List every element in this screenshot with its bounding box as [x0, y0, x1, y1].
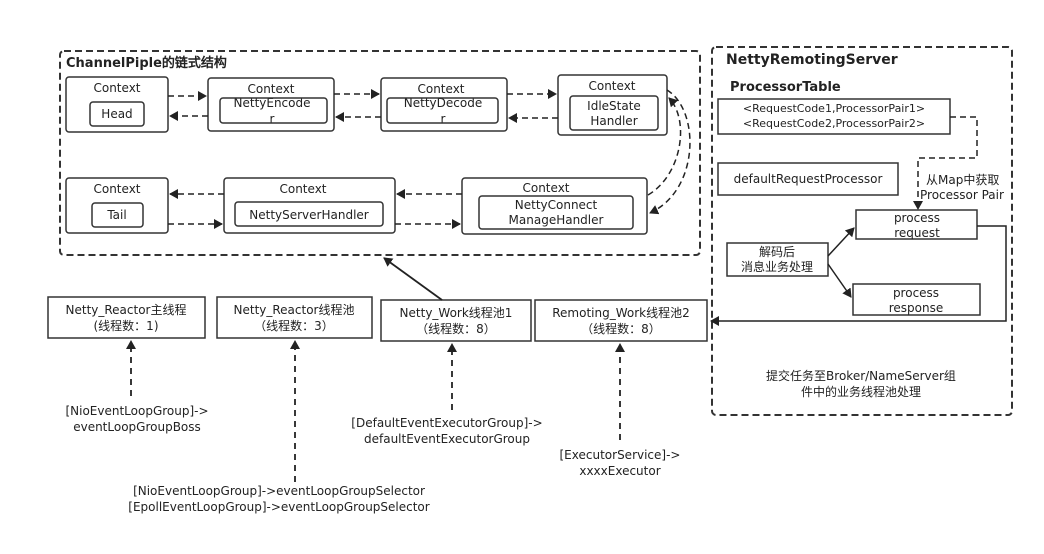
decode-business-box: 解码后 消息业务处理: [726, 242, 829, 277]
context-tail: Context Tail: [65, 177, 169, 234]
pool-reactor-main: Netty_Reactor主线程 (线程数：1): [47, 296, 206, 339]
encoder-handler-label-line1: NettyEncode: [234, 96, 311, 110]
service-note-line1: [ExecutorService]->: [560, 448, 681, 462]
context-label: Context: [588, 79, 635, 93]
context-head: Context Head: [65, 76, 169, 133]
remoting-server-container: [711, 46, 1013, 416]
context-label: Context: [93, 182, 140, 196]
processor-table-row-2: <RequestCode2,ProcessorPair2>: [743, 117, 925, 130]
pipeline-title: ChannelPiple的链式结构: [66, 55, 227, 71]
context-netty-server-handler: Context NettyServerHandler: [223, 177, 396, 234]
context-label: Context: [247, 82, 294, 96]
executor-note-line2: defaultEventExecutorGroup: [364, 432, 530, 446]
process-request-box: process request: [855, 209, 978, 240]
context-label: Context: [93, 81, 140, 95]
remoting-pool-label-line2: （线程数：8）: [581, 321, 661, 336]
pool-netty-work: Netty_Work线程池1 （线程数：8）: [380, 299, 532, 342]
remoting-pool-label-line1: Remoting_Work线程池2: [552, 305, 690, 320]
process-response-label-line1: process: [893, 286, 939, 300]
work-pool-label-line1: Netty_Work线程池1: [400, 305, 513, 320]
context-idle-state: Context IdleState Handler: [557, 74, 668, 136]
note-connectors: [126, 340, 625, 482]
processor-table-box: <RequestCode1,ProcessorPair1> <RequestCo…: [717, 98, 951, 135]
selector-note-line2: [EpollEventLoopGroup]->eventLoopGroupSel…: [128, 500, 429, 514]
decode-business-label-line1: 解码后: [759, 245, 795, 259]
submit-label-line1: 提交任务至Broker/NameServer组: [766, 368, 956, 383]
reactor-main-label-line1: Netty_Reactor主线程: [66, 302, 187, 317]
boss-note-line2: eventLoopGroupBoss: [73, 420, 201, 434]
context-netty-connect-manage: Context NettyConnect ManageHandler: [461, 177, 648, 235]
processor-table-title: ProcessorTable: [730, 80, 841, 95]
selector-note-line1: [NioEventLoopGroup]->eventLoopGroupSelec…: [133, 484, 425, 498]
head-handler-label: Head: [101, 107, 132, 121]
arrow-work-pool-to-pipeline: [383, 257, 443, 301]
context-label: Context: [522, 181, 569, 195]
arrow-request-to-remoting-pool: [710, 225, 1007, 326]
default-request-processor-label: defaultRequestProcessor: [734, 172, 883, 186]
service-note-line2: xxxxExecutor: [579, 464, 660, 478]
connect-manage-label-line2: ManageHandler: [509, 213, 604, 227]
default-request-processor-box: defaultRequestProcessor: [717, 162, 899, 196]
tail-handler-label: Tail: [106, 208, 126, 222]
encoder-handler-label-line2: r: [270, 112, 275, 126]
pipeline-connectors: [168, 89, 691, 229]
pipeline-container: [59, 50, 701, 256]
arrow-table-to-process-request: [913, 116, 978, 210]
reactor-pool-label-line1: Netty_Reactor线程池: [234, 302, 355, 317]
context-netty-decoder: Context NettyDecode r: [380, 77, 508, 132]
process-request-label-line2: request: [894, 226, 940, 240]
pool-remoting-work: Remoting_Work线程池2 （线程数：8）: [534, 299, 708, 342]
idle-handler-label-line1: IdleState: [587, 99, 641, 113]
decoder-handler-label-line1: NettyDecode: [404, 96, 482, 110]
context-netty-encoder: Context NettyEncode r: [207, 77, 335, 132]
context-label: Context: [279, 182, 326, 196]
reactor-main-label-line2: (线程数：1): [94, 318, 159, 333]
reactor-pool-label-line2: （线程数：3）: [254, 318, 334, 333]
process-response-label-line2: response: [889, 301, 944, 315]
boss-note-line1: [NioEventLoopGroup]->: [65, 404, 208, 418]
processor-table-row-1: <RequestCode1,ProcessorPair1>: [743, 102, 925, 115]
arrow-decode-to-response: [827, 263, 852, 298]
process-request-label-line1: process: [894, 211, 940, 225]
context-label: Context: [417, 82, 464, 96]
arrow-connect-manage-to-idle: [647, 97, 682, 196]
decoder-handler-label-line2: r: [441, 112, 446, 126]
submit-label-line2: 件中的业务线程池处理: [801, 384, 921, 399]
arrow-decode-to-request: [827, 227, 855, 257]
process-response-box: process response: [852, 283, 981, 316]
pool-reactor-selector: Netty_Reactor线程池 （线程数：3）: [216, 296, 373, 339]
connect-manage-label-line1: NettyConnect: [515, 198, 598, 212]
executor-note-line1: [DefaultEventExecutorGroup]->: [351, 416, 542, 430]
lookup-label-line1: 从Map中获取: [926, 172, 999, 187]
work-pool-label-line2: （线程数：8）: [416, 321, 496, 336]
idle-handler-label-line2: Handler: [590, 114, 637, 128]
lookup-label-line2: Processor Pair: [920, 188, 1004, 202]
server-handler-label: NettyServerHandler: [249, 208, 369, 222]
decode-business-label-line2: 消息业务处理: [741, 259, 813, 274]
remoting-server-title: NettyRemotingServer: [726, 52, 898, 68]
